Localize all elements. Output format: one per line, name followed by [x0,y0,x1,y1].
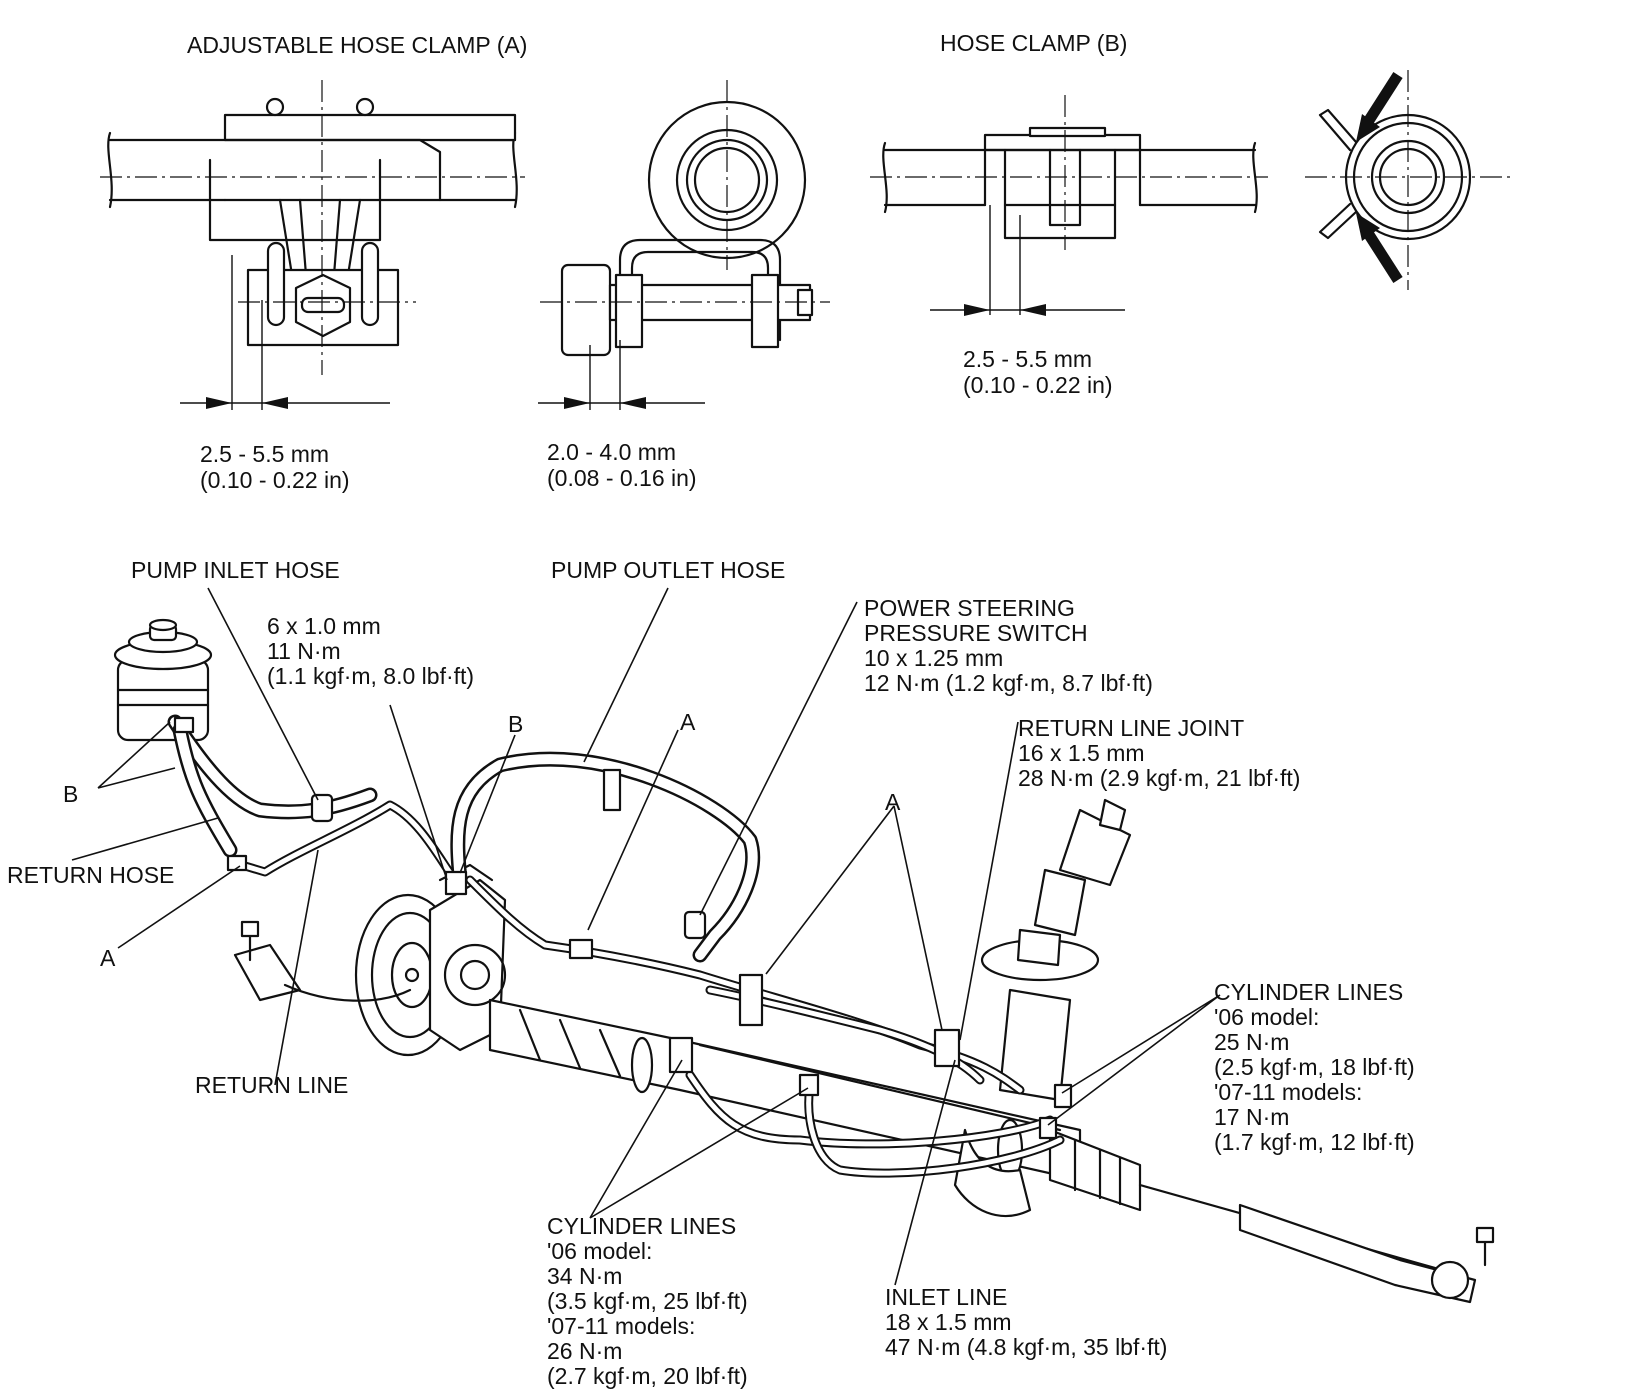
return-hose-label: RETURN HOSE [7,862,174,888]
label-b-outlet: B [508,711,523,737]
label-a-outlet: A [680,709,696,735]
cyl-right-title: CYLINDER LINES [1214,979,1403,1005]
return-line-joint-torque: 28 N·m (2.9 kgf·m, 21 lbf·ft) [1018,765,1300,791]
fittings [173,716,1073,1140]
pump-outlet-hose-label: PUMP OUTLET HOSE [551,557,785,583]
clamp-a-end-dim-in: (0.08 - 0.16 in) [547,465,697,491]
inlet-line-torque: 47 N·m (4.8 kgf·m, 35 lbf·ft) [885,1334,1167,1360]
pump-bolt-size: 6 x 1.0 mm [267,613,381,639]
cyl-right-07: '07-11 models: [1214,1079,1362,1105]
clamp-a-end-dim-mm: 2.0 - 4.0 mm [547,439,676,465]
steering-column [980,798,1132,1102]
cyl-bottom-title: CYLINDER LINES [547,1213,736,1239]
cyl-right-07-alt: (1.7 kgf·m, 12 lbf·ft) [1214,1129,1415,1155]
cyl-bottom-07-alt: (2.7 kgf·m, 20 lbf·ft) [547,1363,748,1389]
pump-bolt-torque: 11 N·m [267,638,341,664]
cyl-bottom-06: '06 model: [547,1238,652,1264]
cyl-bottom-06-alt: (3.5 kgf·m, 25 lbf·ft) [547,1288,748,1314]
steering-rack [233,920,1495,1304]
cyl-right-06: '06 model: [1214,1004,1319,1030]
return-line-joint-size: 16 x 1.5 mm [1018,740,1145,766]
pressure-switch-label-2: PRESSURE SWITCH [864,620,1088,646]
clamp-a-end-view [538,80,830,410]
clamp-b-title: HOSE CLAMP (B) [940,30,1127,56]
cyl-right-07-nm: 17 N·m [1214,1104,1289,1130]
clamp-a-side-dim-mm: 2.5 - 5.5 mm [200,441,329,467]
return-line-label: RETURN LINE [195,1072,348,1098]
pressure-switch-torque: 12 N·m (1.2 kgf·m, 8.7 lbf·ft) [864,670,1153,696]
clamp-a-title: ADJUSTABLE HOSE CLAMP (A) [187,32,527,58]
cyl-right-06-alt: (2.5 kgf·m, 18 lbf·ft) [1214,1054,1415,1080]
clamp-b-dim-in: (0.10 - 0.22 in) [963,372,1113,398]
cyl-right-06-nm: 25 N·m [1214,1029,1289,1055]
leader-lines [71,587,1221,1286]
label-a-rack: A [885,789,901,815]
inlet-line-size: 18 x 1.5 mm [885,1309,1012,1335]
inlet-line-label: INLET LINE [885,1284,1007,1310]
clamp-b-end-view [1305,70,1512,290]
cyl-bottom-06-nm: 34 N·m [547,1263,622,1289]
hoses [167,714,761,963]
cyl-bottom-07-nm: 26 N·m [547,1338,622,1364]
clamp-a-side-view [100,80,525,410]
cyl-bottom-07: '07-11 models: [547,1313,695,1339]
label-b-reservoir: B [63,781,78,807]
pressure-switch-label-1: POWER STEERING [864,595,1075,621]
clamp-b-dim-mm: 2.5 - 5.5 mm [963,346,1092,372]
pump-bolt-torque-alt: (1.1 kgf·m, 8.0 lbf·ft) [267,663,474,689]
clamp-a-side-dim-in: (0.10 - 0.22 in) [200,467,350,493]
callout-labels: PUMP INLET HOSE PUMP OUTLET HOSE 6 x 1.0… [7,557,1415,1389]
pressure-switch-size: 10 x 1.25 mm [864,645,1003,671]
pump-inlet-hose-label: PUMP INLET HOSE [131,557,340,583]
return-line-joint-label: RETURN LINE JOINT [1018,715,1244,741]
label-a-return: A [100,945,116,971]
reservoir [113,618,213,742]
clamp-b-side-view [870,95,1268,316]
